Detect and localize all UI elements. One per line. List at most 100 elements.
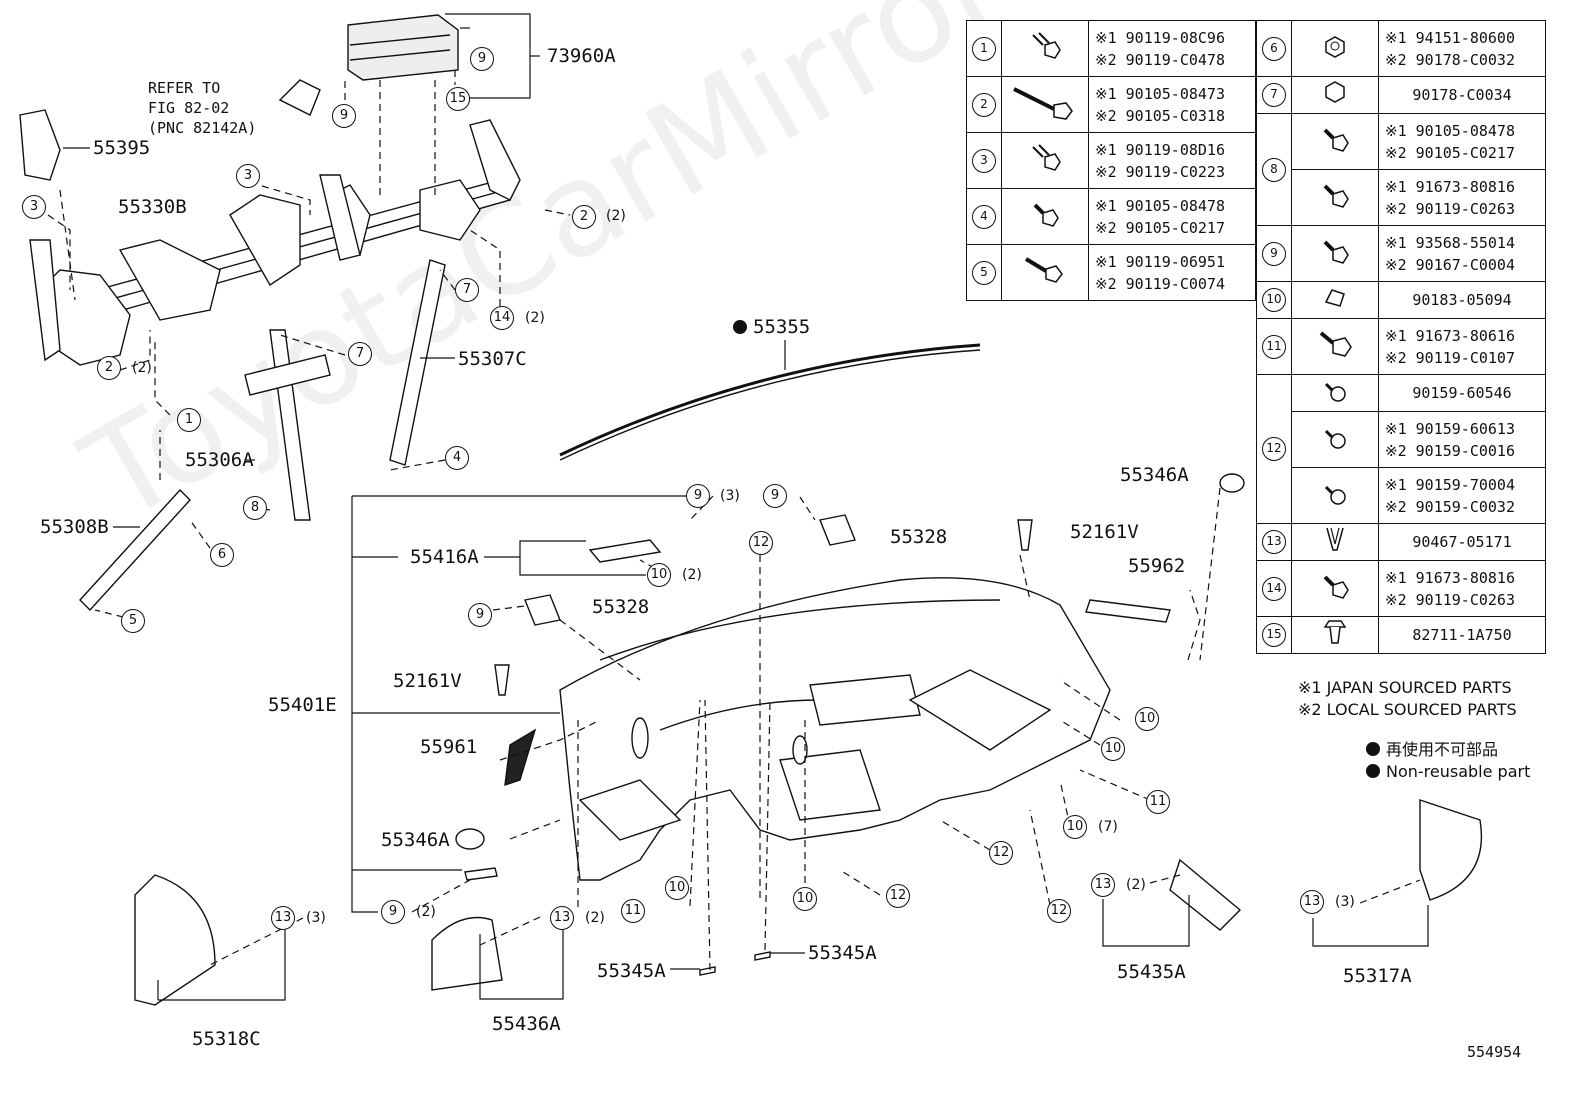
- part-number: ※1 90105-08478: [1385, 121, 1515, 140]
- part-number: 90159-60546: [1378, 374, 1546, 412]
- qty-3: (3): [306, 910, 326, 926]
- bolt-icon: [1323, 575, 1349, 599]
- callout-10: 10: [665, 876, 689, 900]
- label-55355: 55355: [733, 318, 810, 337]
- qty-2: (2): [132, 360, 152, 376]
- table-row: 2 ※1 90105-08473※2 90105-C0318: [966, 76, 1256, 133]
- callout-3: 3: [236, 164, 260, 188]
- callout-11: 11: [1146, 790, 1170, 814]
- table-row: 6 ※1 94151-80600※2 90178-C0032: [1256, 20, 1546, 77]
- part-number: ※2 90105-C0318: [1095, 106, 1225, 125]
- part-number: ※2 90105-C0217: [1385, 143, 1515, 162]
- legend-japan-sourced: ※1 JAPAN SOURCED PARTS: [1298, 678, 1512, 697]
- callout-5: 5: [121, 609, 145, 633]
- nut-icon: [1325, 35, 1345, 58]
- callout-13: 13: [550, 906, 574, 930]
- callout-13: 13: [1300, 890, 1324, 914]
- table-row: 10 90183-05094: [1256, 281, 1546, 319]
- bolt-icon: [1032, 143, 1061, 171]
- legend-nonreusable-en-text: Non-reusable part: [1386, 762, 1531, 781]
- bolt-icon: [1323, 128, 1349, 152]
- push-clip-icon: [1323, 620, 1347, 644]
- part-number: 82711-1A750: [1378, 616, 1546, 654]
- callout-7: 7: [455, 278, 479, 302]
- parts-table-left: 1 ※1 90119-08C96※2 90119-C0478 2 ※1 9010…: [966, 20, 1256, 301]
- part-number: 90183-05094: [1378, 281, 1546, 319]
- qty-2: (2): [525, 310, 545, 326]
- legend-nonreusable-en: Non-reusable part: [1366, 762, 1530, 781]
- callout-2: 2: [97, 356, 121, 380]
- part-number: 90467-05171: [1378, 523, 1546, 561]
- table-row: 14 ※1 91673-80816※2 90119-C0263: [1256, 560, 1546, 617]
- callout-10: 10: [647, 563, 671, 587]
- callout-14: 14: [490, 306, 514, 330]
- part-number: ※1 90105-08473: [1095, 84, 1225, 103]
- label-55416A: 55416A: [410, 546, 479, 568]
- part-number: 90178-C0034: [1378, 76, 1546, 114]
- callout-10: 10: [1063, 815, 1087, 839]
- qty-2: (2): [585, 910, 605, 926]
- callout-10: 10: [793, 887, 817, 911]
- callout-2: 2: [572, 205, 596, 229]
- callout-9: 9: [686, 484, 710, 508]
- table-callout: 6: [1262, 36, 1286, 61]
- table-row: 8 ※1 90105-08478 ※2 90105-C0217: [1256, 113, 1546, 226]
- label-55307C: 55307C: [458, 348, 527, 370]
- non-reusable-dot-icon: [1366, 742, 1380, 756]
- callout-12: 12: [749, 531, 773, 555]
- label-55330B: 55330B: [118, 196, 187, 218]
- callout-7: 7: [348, 342, 372, 366]
- table-row: 3 ※1 90119-08D16※2 90119-C0223: [966, 132, 1256, 189]
- table-row: 7 90178-C0034: [1256, 76, 1546, 114]
- part-number: ※1 90159-60613: [1385, 419, 1515, 438]
- part-number: ※1 93568-55014: [1385, 233, 1515, 252]
- table-callout: 4: [972, 204, 996, 229]
- label-55346A-b: 55346A: [381, 829, 450, 851]
- callout-12: 12: [886, 884, 910, 908]
- part-number: ※2 90105-C0217: [1095, 218, 1225, 237]
- label-55306A: 55306A: [185, 449, 254, 471]
- label-52161V-b: 52161V: [393, 670, 462, 692]
- qty-2: (2): [416, 904, 436, 920]
- label-55346A-a: 55346A: [1120, 464, 1189, 486]
- qty-3: (3): [720, 488, 740, 504]
- label-73960A: 73960A: [547, 45, 616, 67]
- part-number: ※2 90159-C0032: [1385, 497, 1515, 516]
- table-row: ※1 90159-70004※2 90159-C0032: [1257, 467, 1546, 524]
- part-number: ※2 90119-C0107: [1385, 348, 1515, 367]
- part-number: ※2 90119-C0263: [1385, 199, 1515, 218]
- table-callout: 8: [1262, 157, 1286, 182]
- table-row: 4 ※1 90105-08478※2 90105-C0217: [966, 188, 1256, 245]
- table-callout: 10: [1262, 288, 1286, 312]
- label-55328-a: 55328: [890, 526, 948, 548]
- table-callout: 3: [972, 148, 996, 173]
- callout-13: 13: [1091, 873, 1115, 897]
- table-callout: 1: [972, 36, 996, 61]
- clip-nut-icon: [1324, 289, 1345, 307]
- qty-7: (7): [1098, 819, 1118, 835]
- nut-icon: [1325, 81, 1345, 103]
- screw-icon: [1324, 382, 1346, 402]
- table-callout: 9: [1262, 241, 1286, 266]
- label-55328-b: 55328: [592, 596, 650, 618]
- table-row: ※1 90159-60613※2 90159-C0016: [1257, 411, 1546, 468]
- callout-11: 11: [621, 899, 645, 923]
- callout-4: 4: [445, 446, 469, 470]
- label-55345A-a: 55345A: [597, 960, 666, 982]
- bolt-icon: [1024, 256, 1063, 283]
- callout-9: 9: [468, 603, 492, 627]
- part-number: ※2 90119-C0223: [1095, 162, 1225, 181]
- table-row: ※1 91673-80816※2 90119-C0263: [1257, 169, 1546, 226]
- part-number: ※2 90119-C0074: [1095, 274, 1225, 293]
- part-number: ※2 90119-C0478: [1095, 50, 1225, 69]
- label-52161V-a: 52161V: [1070, 521, 1139, 543]
- table-row: 13 90467-05171: [1256, 523, 1546, 561]
- label-55345A-b: 55345A: [808, 942, 877, 964]
- table-row: 15 82711-1A750: [1256, 616, 1546, 654]
- part-number: ※1 91673-80616: [1385, 326, 1515, 345]
- non-reusable-dot-icon: [733, 320, 747, 334]
- part-number: ※1 91673-80816: [1385, 568, 1515, 587]
- part-number: ※1 94151-80600: [1385, 28, 1515, 47]
- table-callout: 15: [1262, 623, 1286, 647]
